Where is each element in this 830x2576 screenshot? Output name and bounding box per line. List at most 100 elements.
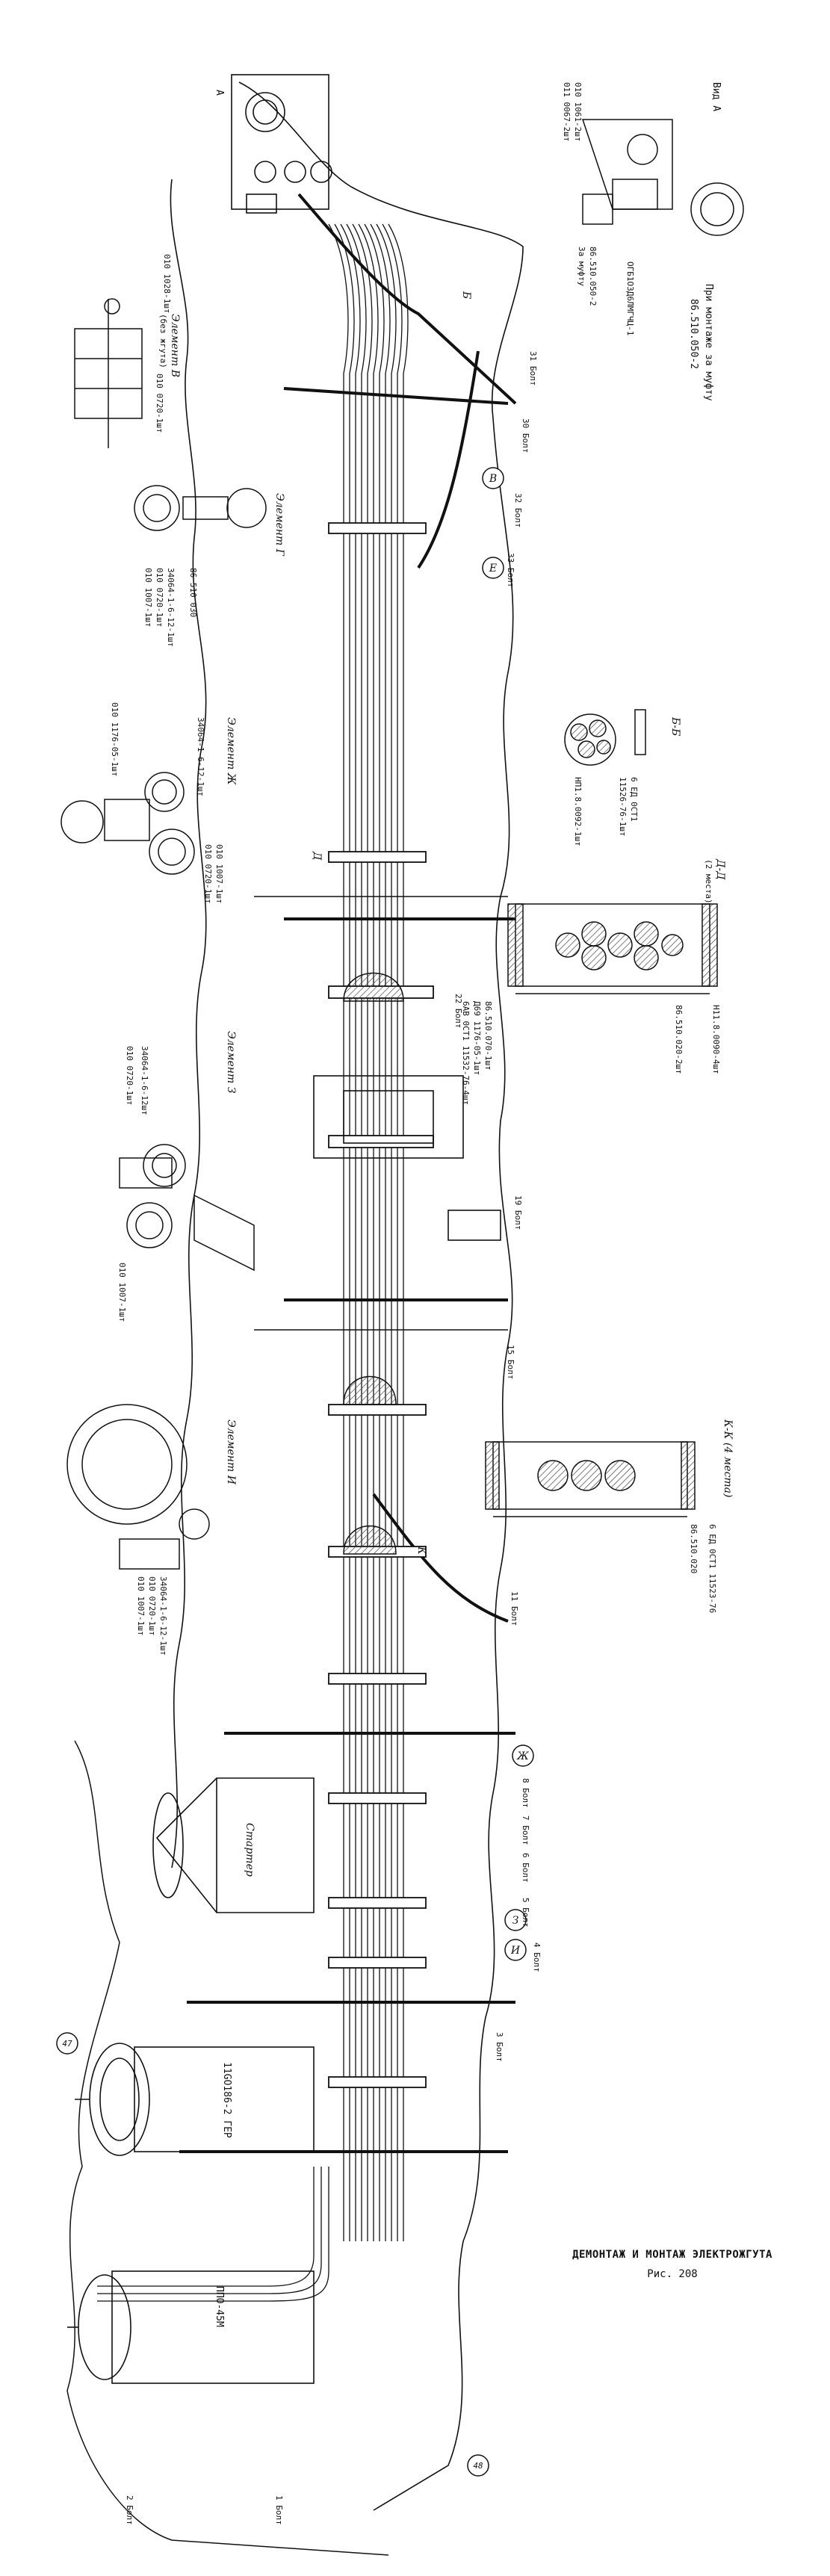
- label-bolt-2: 2 Болт: [125, 2495, 134, 2525]
- element-g-detail: [134, 485, 267, 531]
- label-pri-montazhe: При монтаже за муфту: [703, 284, 714, 401]
- label-elem-zh-r1: 34064-1-6-12-1шт: [196, 717, 205, 796]
- label-bolt-30: 30 Болт: [521, 418, 530, 453]
- main-harness-outline: [170, 81, 524, 2511]
- figure-caption: ДЕМОНТАЖ И МОНТАЖ ЭЛЕКТРОЖГУТА Рис. 208: [515, 2249, 829, 2280]
- label-sec-dd-r1: 86.510.020-2шт: [674, 1005, 684, 1074]
- label-bolt-3: 3 Болт: [495, 2032, 504, 2062]
- view-a-detail: [581, 119, 744, 236]
- marker-e: Е: [489, 563, 497, 575]
- frame-lines: [179, 193, 517, 2153]
- label-sec-bb: Б-Б: [669, 716, 681, 736]
- label-bolt-5: 5 Болт: [521, 1898, 530, 1928]
- label-sec-dd-sub: (2 места): [704, 859, 713, 904]
- label-sec-kk-r1: 6 ЕД 0СТ1 11523-76: [707, 1524, 717, 1613]
- label-bolt-22: 22 Болт: [453, 994, 463, 1028]
- label-sec-bb-r3: НП1.8.0092-1шт: [573, 777, 583, 846]
- marker-47: 47: [62, 2039, 72, 2049]
- label-elem-g-r1: 86 510 030: [188, 568, 198, 617]
- element-zh-detail: [61, 772, 195, 875]
- section-kk: [485, 1441, 696, 1517]
- label-sec-kk-r2: 86.510.020: [689, 1524, 699, 1573]
- label-bolt-6: 6 Болт: [521, 1853, 530, 1883]
- label-sec-bb-r1: 6 ЕД 0СТ1: [629, 777, 639, 822]
- label-bolt-15: 15 Болт: [506, 1345, 515, 1379]
- marker-48: 48: [473, 2461, 483, 2471]
- marker-zh: Ж: [516, 1750, 530, 1762]
- label-mid-r1: 86.510.070-1шт: [483, 1001, 493, 1071]
- marker-z: З: [512, 1915, 519, 1927]
- label-vid-a-marker: А: [214, 90, 225, 96]
- label-bolt-32: 32 Болт: [513, 493, 523, 527]
- label-bolt-4: 4 Болт: [532, 1942, 542, 1972]
- label-elem-v-sub: (без жгута): [158, 314, 168, 368]
- label-bolt-8: 8 Болт: [521, 1778, 530, 1808]
- ppo-unit: [67, 2270, 315, 2384]
- circle-markers: [56, 467, 534, 2477]
- label-sec-b-mark: Б: [460, 291, 472, 299]
- label-vid-a: Вид А: [710, 82, 722, 111]
- label-elem-z-r3: 010 1007-1шт: [117, 1263, 127, 1322]
- label-elem-z: Элемент З: [225, 1031, 237, 1094]
- generator-unit: [75, 2043, 315, 2156]
- label-muft-ref1: 86.510.050-2: [588, 247, 598, 306]
- label-sec-bb-r2: 11526-76-1шт: [618, 777, 628, 836]
- label-elem-i-r3: 010 1007-1шт: [136, 1576, 146, 1635]
- caption-title: ДЕМОНТАЖ И МОНТАЖ ЭЛЕКТРОЖГУТА: [572, 2249, 772, 2261]
- label-bolt2: 011 0067-2шт: [562, 82, 572, 141]
- label-za-muftu: За муфту: [577, 247, 586, 286]
- label-elem-g-r2: 34064-1-6-12-1шт: [166, 568, 176, 647]
- label-elem-z-r2: 010 0720-1шт: [125, 1046, 134, 1105]
- label-elem-i: Элемент И: [225, 1419, 237, 1485]
- label-sec-d-mark: Д: [311, 851, 323, 861]
- label-bolt-11: 11 Болт: [510, 1591, 519, 1626]
- label-sec-kk: К-К (4 места): [722, 1419, 734, 1498]
- label-elem-zh: Элемент Ж: [225, 717, 237, 786]
- label-gen: 11GO186-2 ГЕР: [221, 2062, 232, 2138]
- marker-v: В: [489, 473, 497, 485]
- label-sec-dd-r2: Н11.8.0090-4шт: [711, 1005, 721, 1074]
- side-cable-run: [97, 2167, 329, 2302]
- clamp-bands: [328, 522, 434, 2088]
- label-starter: Стартер: [244, 1823, 255, 1877]
- label-mid-r2: Д69 1176-05-1шт: [472, 1001, 482, 1075]
- marker-i: И: [510, 1945, 521, 1957]
- label-elem-v: Элемент В: [169, 314, 181, 377]
- label-pri-montazhe-ref: 86.510.050-2: [688, 299, 699, 369]
- label-bolt-1: 1 Болт: [274, 2495, 284, 2525]
- label-bolt1: 010 1061-2шт: [573, 82, 583, 141]
- label-elem-g-r3: 010 0720-1шт: [155, 568, 164, 627]
- label-bolt-31: 31 Болт: [528, 351, 538, 386]
- label-elem-v-r2: 010 0720-1шт: [155, 374, 164, 433]
- lower-outline: [66, 1740, 389, 2556]
- label-bolt-7: 7 Болт: [521, 1815, 530, 1845]
- section-dd: [507, 903, 718, 994]
- label-elem-g-r4: 010 1007-1шт: [143, 568, 153, 627]
- cable-bundle: [328, 223, 409, 2241]
- label-bolt-33: 33 Болт: [506, 553, 515, 587]
- label-ppo: ППО-45М: [214, 2286, 225, 2327]
- top-connector-plate: [231, 74, 332, 214]
- label-elem-zh-r2: 010 1176-05-1шт: [110, 702, 120, 776]
- label-muft-ref2: ОГБ1ОЗД6ЛМГЧЦ-1: [625, 261, 635, 335]
- label-elem-g: Элемент Г: [273, 493, 285, 557]
- element-i-detail: [66, 1404, 210, 1570]
- label-elem-i-r1: 34064-1-6-12-1шт: [158, 1576, 168, 1656]
- hatched-arches: [343, 972, 404, 1555]
- element-z-detail: [119, 1144, 255, 1272]
- label-elem-z-r1: 34064-1-6-12шт: [140, 1046, 149, 1115]
- label-elem-i-r2: 010 0720-1шт: [147, 1576, 157, 1635]
- caption-figure-number: Рис. 208: [647, 2268, 698, 2280]
- label-elem-v-r1: 010 1028-1шт: [162, 254, 172, 313]
- label-mid-r3: 6АВ 0СТ1 11532-76-4шт: [461, 1001, 471, 1105]
- mid-assembly: [254, 896, 508, 1331]
- label-elem-zh-r3: 010 1007-1шт: [214, 844, 224, 903]
- label-sec-k-mark: К: [415, 1546, 427, 1555]
- starter-unit: [152, 1777, 315, 1913]
- element-v-detail: [74, 298, 143, 448]
- section-bb: [564, 709, 646, 766]
- label-elem-zh-r4: 010 0720-1шт: [203, 844, 213, 903]
- label-sec-dd: Д-Д: [714, 858, 726, 880]
- label-bolt-19: 19 Болт: [513, 1195, 523, 1230]
